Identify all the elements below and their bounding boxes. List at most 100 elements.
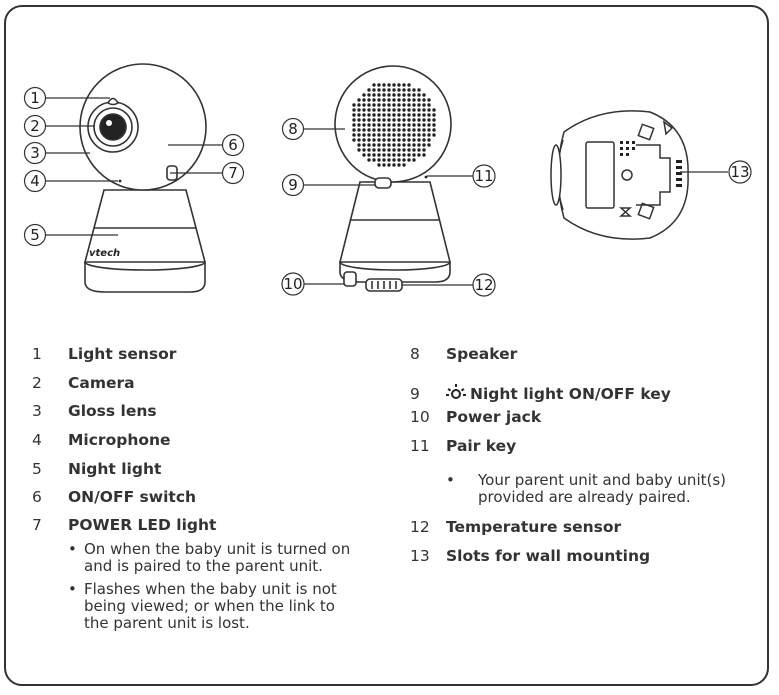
grille-dot <box>397 98 401 102</box>
grille-dot <box>402 138 406 142</box>
grille-dot <box>377 163 381 167</box>
grille-dot <box>362 148 366 152</box>
grille-dot <box>392 138 396 142</box>
grille-dot <box>367 118 371 122</box>
grille-dot <box>382 93 386 97</box>
item-number: 12 <box>410 518 430 536</box>
grille-dot <box>402 88 406 92</box>
item-label: Gloss lens <box>68 402 157 420</box>
grille-dot <box>377 138 381 142</box>
grille-dot <box>402 133 406 137</box>
grille-dot <box>417 153 421 157</box>
grille-dot <box>382 118 386 122</box>
grille-dot <box>422 93 426 97</box>
grille-dot <box>357 103 361 107</box>
grille-dot <box>417 123 421 127</box>
grille-dot <box>432 123 436 127</box>
grille-dot <box>362 113 366 117</box>
grille-dot <box>417 138 421 142</box>
grille-dot <box>432 118 436 122</box>
grille-dot <box>367 113 371 117</box>
grille-dot <box>372 98 376 102</box>
grille-dot <box>392 133 396 137</box>
grille-dot <box>412 138 416 142</box>
front-callouts <box>23 86 245 247</box>
callout-5: 5 <box>30 226 40 244</box>
grille-dot <box>407 158 411 162</box>
grille-dot <box>387 103 391 107</box>
grille-dot <box>422 118 426 122</box>
grille-dot <box>382 138 386 142</box>
callout-4: 4 <box>30 172 40 190</box>
grille-dot <box>372 143 376 147</box>
grille-dot <box>377 113 381 117</box>
grille-dot <box>382 88 386 92</box>
grille-dot <box>367 133 371 137</box>
grille-dot <box>407 88 411 92</box>
grille-dot <box>362 123 366 127</box>
grille-dot <box>427 98 431 102</box>
grille-dot <box>417 103 421 107</box>
grille-dot <box>382 108 386 112</box>
grille-dot <box>382 143 386 147</box>
grille-dot <box>367 103 371 107</box>
grille-dot <box>417 108 421 112</box>
grille-dot <box>367 143 371 147</box>
grille-dot <box>357 123 361 127</box>
grille-dot <box>407 108 411 112</box>
grille-dot <box>377 153 381 157</box>
grille-dot <box>377 148 381 152</box>
grille-dot <box>427 103 431 107</box>
grille-dot <box>392 118 396 122</box>
grille-dot <box>382 128 386 132</box>
grille-dot <box>392 123 396 127</box>
item-label: POWER LED light <box>68 516 217 534</box>
grille-dot <box>372 118 376 122</box>
grille-dot <box>377 103 381 107</box>
grille-dot <box>432 113 436 117</box>
grille-dot <box>397 103 401 107</box>
back-callouts <box>281 117 496 297</box>
grille-dot <box>407 128 411 132</box>
callout-1: 1 <box>30 89 40 107</box>
grille-dot <box>362 138 366 142</box>
callout-3: 3 <box>30 144 40 162</box>
grille-dot <box>382 113 386 117</box>
grille-dot <box>412 98 416 102</box>
night-light-icon <box>446 383 470 405</box>
grille-dot <box>357 118 361 122</box>
grille-dot <box>387 108 391 112</box>
grille-dot <box>372 153 376 157</box>
list-item: 3 Gloss lens <box>32 402 157 420</box>
callout-13: 13 <box>730 163 749 181</box>
grille-dot <box>362 108 366 112</box>
grille-dot <box>397 148 401 152</box>
grille-dot <box>382 153 386 157</box>
grille-dot <box>397 133 401 137</box>
grille-dot <box>402 113 406 117</box>
grille-dot <box>387 93 391 97</box>
grille-dot <box>387 113 391 117</box>
grille-dot <box>412 113 416 117</box>
callout-6: 6 <box>228 136 238 154</box>
grille-dot <box>362 118 366 122</box>
grille-dot <box>422 138 426 142</box>
grille-dot <box>382 123 386 127</box>
grille-dot <box>392 128 396 132</box>
grille-dot <box>372 158 376 162</box>
grille-dot <box>397 163 401 167</box>
grille-dot <box>377 118 381 122</box>
grille-dot <box>407 148 411 152</box>
grille-dot <box>392 83 396 87</box>
grille-dot <box>362 128 366 132</box>
grille-dot <box>392 98 396 102</box>
grille-dot <box>427 128 431 132</box>
grille-dot <box>417 133 421 137</box>
item-number: 3 <box>32 402 42 420</box>
grille-dot <box>427 133 431 137</box>
callout-12: 12 <box>474 276 493 294</box>
bottom-slots <box>620 141 682 187</box>
callout-2: 2 <box>30 117 40 135</box>
